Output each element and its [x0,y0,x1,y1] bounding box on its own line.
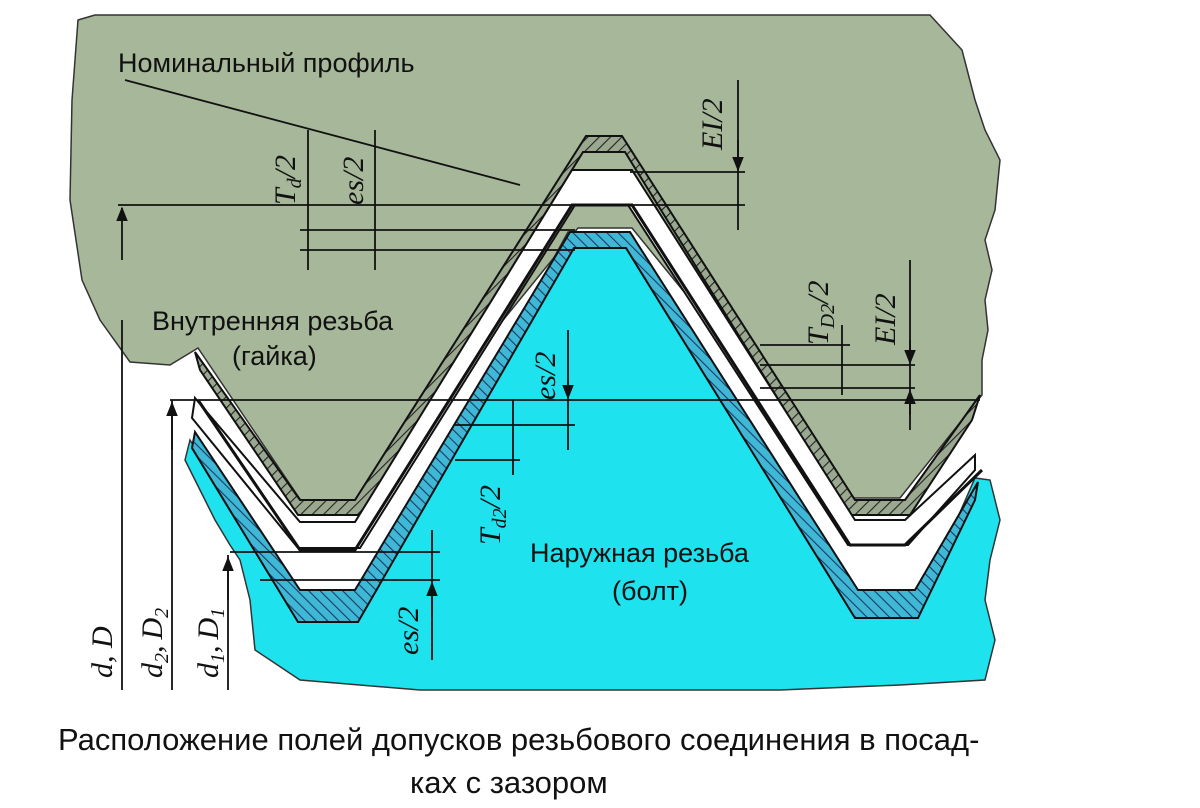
svg-text:Td2/2: Td2/2 [474,485,511,545]
dim-Td-half: Td/2 [269,155,306,205]
svg-text:Td/2: Td/2 [269,155,306,205]
svg-text:d, D: d, D [86,626,119,678]
nut-label: (гайка) [232,341,317,371]
bolt-label: (болт) [612,576,688,606]
nominal-profile-label: Номинальный профиль [118,48,415,78]
dim-EI-half-right: EI/2 [869,293,902,346]
dim-es-half-bottom: es/2 [392,607,425,655]
caption-line-2: ках с зазором [410,765,608,800]
svg-text:d2,D2: d2,D2 [136,608,173,678]
svg-text:es/2: es/2 [337,157,370,205]
svg-text:EI/2: EI/2 [696,98,729,151]
dim-d-D: d, D [86,626,119,678]
svg-text:es/2: es/2 [392,607,425,655]
svg-text:EI/2: EI/2 [869,293,902,346]
dim-es-half-mid: es/2 [529,352,562,400]
dim-EI-half-top: EI/2 [696,98,729,151]
reference-lines [118,79,980,690]
dimension-arrows [116,140,916,615]
caption-line-1: Расположение полей допусков резьбового с… [58,722,980,757]
dim-Td2-half: Td2/2 [474,485,511,545]
bolt-tolerance-zone [190,231,979,623]
nut-tolerance-zone [194,135,981,516]
clearance-band [190,169,976,549]
internal-thread-label: Внутренняя резьба [152,306,394,336]
dim-es-half-top: es/2 [337,157,370,205]
svg-text:es/2: es/2 [529,352,562,400]
svg-text:d1,D1: d1,D1 [192,608,229,678]
external-thread-label: Наружная резьба [530,538,750,568]
svg-text:TD2/2: TD2/2 [802,281,839,345]
dim-d2-D2: d2,D2 [136,608,173,678]
dim-d1-D1: d1,D1 [192,608,229,678]
dim-TD2-half: TD2/2 [802,281,839,345]
